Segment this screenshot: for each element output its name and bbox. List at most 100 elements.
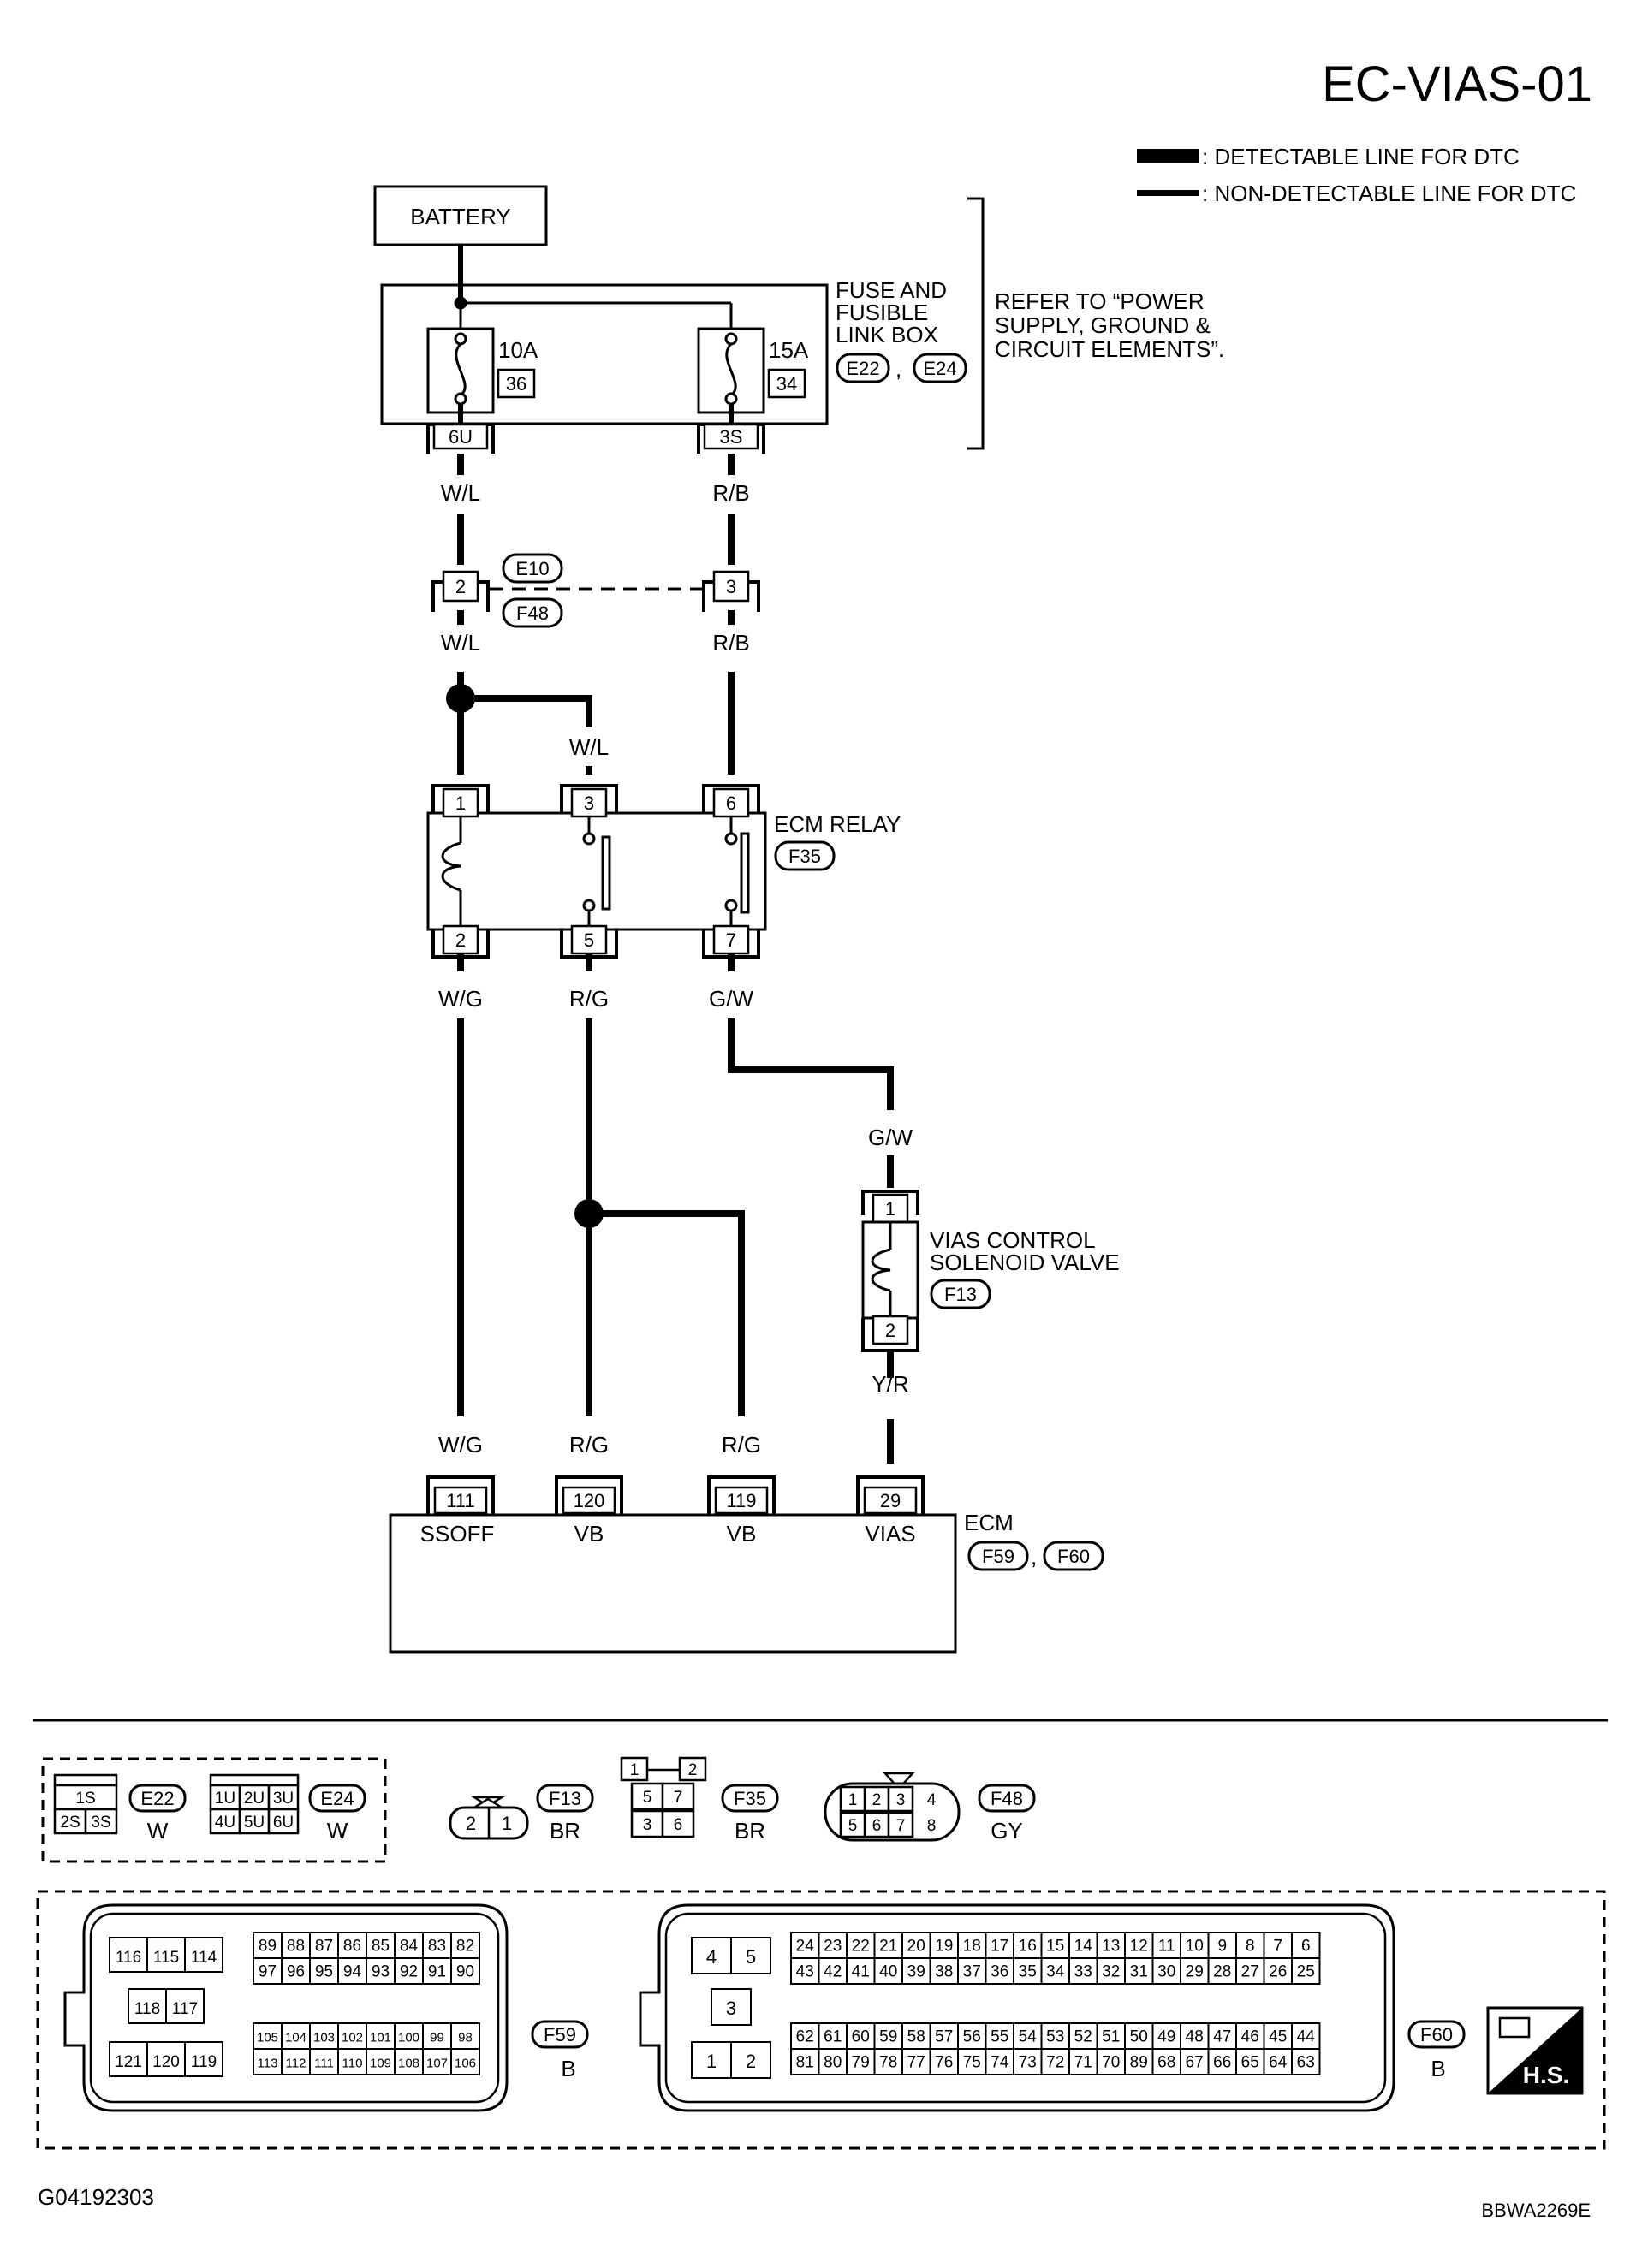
pin-cell: 88	[281, 1932, 311, 1959]
pin-cell: 28	[1207, 1957, 1237, 1985]
svg-text:31: 31	[1130, 1963, 1148, 1981]
svg-text:E22: E22	[846, 358, 879, 379]
svg-text:66: 66	[1213, 2054, 1231, 2072]
vias-pin-bottom: 2	[885, 1320, 895, 1341]
pin-cell: 92	[394, 1957, 424, 1985]
svg-text:102: 102	[342, 2031, 363, 2045]
ecm-signal: VB	[574, 1521, 604, 1547]
pin-cell: 98	[450, 2022, 480, 2050]
svg-text:18: 18	[963, 1938, 981, 1956]
svg-text:107: 107	[426, 2057, 448, 2071]
svg-text:85: 85	[372, 1938, 390, 1956]
svg-text:11: 11	[1158, 1938, 1175, 1956]
svg-text:BR: BR	[550, 1818, 580, 1843]
pin-cell: 58	[901, 2022, 931, 2050]
svg-text:48: 48	[1186, 2028, 1204, 2046]
pin-cell: 87	[309, 1932, 339, 1959]
wire-label: W/G	[438, 986, 483, 1012]
joint-connector: 2 3 E10 F48	[431, 553, 760, 628]
pin-cell: 107	[422, 2048, 452, 2075]
svg-text:80: 80	[824, 2054, 842, 2072]
svg-text:35: 35	[1019, 1963, 1037, 1981]
pin-cell: 70	[1096, 2048, 1126, 2075]
pin-cell: 106	[450, 2048, 480, 2075]
fuse-right-rating: 15A	[769, 337, 809, 363]
pin-cell: 5	[730, 1937, 771, 1974]
pin-cell: 99	[422, 2022, 452, 2050]
svg-text:72: 72	[1046, 2054, 1064, 2072]
legend-detectable-label: : DETECTABLE LINE FOR DTC	[1202, 144, 1520, 169]
svg-text:50: 50	[1130, 2028, 1148, 2046]
pin-cell: 2	[730, 2041, 771, 2079]
vias-name-line2: SOLENOID VALVE	[930, 1250, 1120, 1275]
pin-cell: 72	[1040, 2048, 1070, 2075]
svg-text:20: 20	[907, 1938, 925, 1956]
svg-text:36: 36	[991, 1963, 1008, 1981]
pin-cell: 101	[366, 2022, 396, 2050]
refer-line2: SUPPLY, GROUND &	[995, 312, 1211, 338]
pin-cell: 80	[818, 2048, 848, 2075]
pin-cell: 43	[790, 1957, 820, 1985]
svg-text:F35: F35	[788, 846, 821, 867]
pin-cell: 52	[1068, 2022, 1098, 2050]
wire-label: W/G	[438, 1432, 483, 1458]
pin-cell: 93	[366, 1957, 396, 1985]
pin-cell: 54	[1013, 2022, 1043, 2050]
svg-text:120: 120	[152, 2053, 180, 2071]
pin-cell: 116	[109, 1937, 148, 1973]
svg-text:28: 28	[1213, 1963, 1231, 1981]
pin-cell: 10	[1180, 1932, 1210, 1959]
pin-cell: 19	[929, 1932, 959, 1959]
svg-text:26: 26	[1269, 1963, 1287, 1981]
pin-cell: 115	[146, 1937, 186, 1973]
pin-cell: 74	[985, 2048, 1014, 2075]
fuse-box-name-line1: FUSE AND	[836, 277, 947, 303]
pin-cell: 8	[1235, 1932, 1265, 1959]
wire-label: R/G	[722, 1432, 761, 1458]
wire-label: R/G	[569, 1432, 609, 1458]
pin-cell: 11	[1151, 1932, 1181, 1959]
terminal-3s: 3S	[697, 423, 765, 454]
svg-text:64: 64	[1269, 2054, 1288, 2072]
svg-text:81: 81	[796, 2054, 814, 2072]
svg-text:29: 29	[1186, 1963, 1204, 1981]
svg-text:117: 117	[172, 2000, 198, 2018]
pin-cell: 71	[1068, 2048, 1098, 2075]
svg-text:84: 84	[400, 1938, 419, 1956]
connector-view-f48: 1 2 3 4 5 6 7 8 F48 GY	[824, 1772, 1036, 1843]
pin-cell: 26	[1263, 1957, 1293, 1985]
relay-pin: 1	[455, 793, 466, 814]
svg-text:97: 97	[259, 1963, 277, 1981]
legend-non-detectable-swatch	[1137, 190, 1199, 196]
svg-text:16: 16	[1019, 1938, 1037, 1956]
svg-text:68: 68	[1157, 2054, 1175, 2072]
relay-pin: 5	[584, 929, 594, 951]
pin-cell: 102	[337, 2022, 367, 2050]
ecm-connector-f60: F60	[1043, 1541, 1104, 1571]
svg-text:F13: F13	[549, 1788, 581, 1809]
pin-cell: 66	[1207, 2048, 1237, 2075]
wire-label: R/G	[569, 986, 609, 1012]
svg-text:86: 86	[343, 1938, 361, 1956]
svg-text:12: 12	[1130, 1938, 1148, 1956]
pin-cell: 27	[1235, 1957, 1265, 1985]
svg-text:6: 6	[1301, 1938, 1311, 1956]
pin-cell: 47	[1207, 2022, 1237, 2050]
svg-text:6U: 6U	[273, 1814, 294, 1832]
ecm-signal: SSOFF	[420, 1521, 495, 1547]
pin-cell: 14	[1068, 1932, 1098, 1959]
pin-cell: 60	[846, 2022, 876, 2050]
wire-label: W/L	[569, 734, 609, 760]
ecm-relay-connector: F35	[774, 840, 836, 871]
pin-cell: 4	[691, 1937, 732, 1974]
pin-cell: 16	[1013, 1932, 1043, 1959]
svg-text:32: 32	[1102, 1963, 1120, 1981]
svg-text:45: 45	[1269, 2028, 1287, 2046]
fuse-left-number: 36	[506, 373, 526, 395]
svg-text:GY: GY	[991, 1818, 1023, 1843]
pin-cell: 24	[790, 1932, 820, 1959]
pin-cell: 23	[818, 1932, 848, 1959]
pin-cell: 77	[901, 2048, 931, 2075]
